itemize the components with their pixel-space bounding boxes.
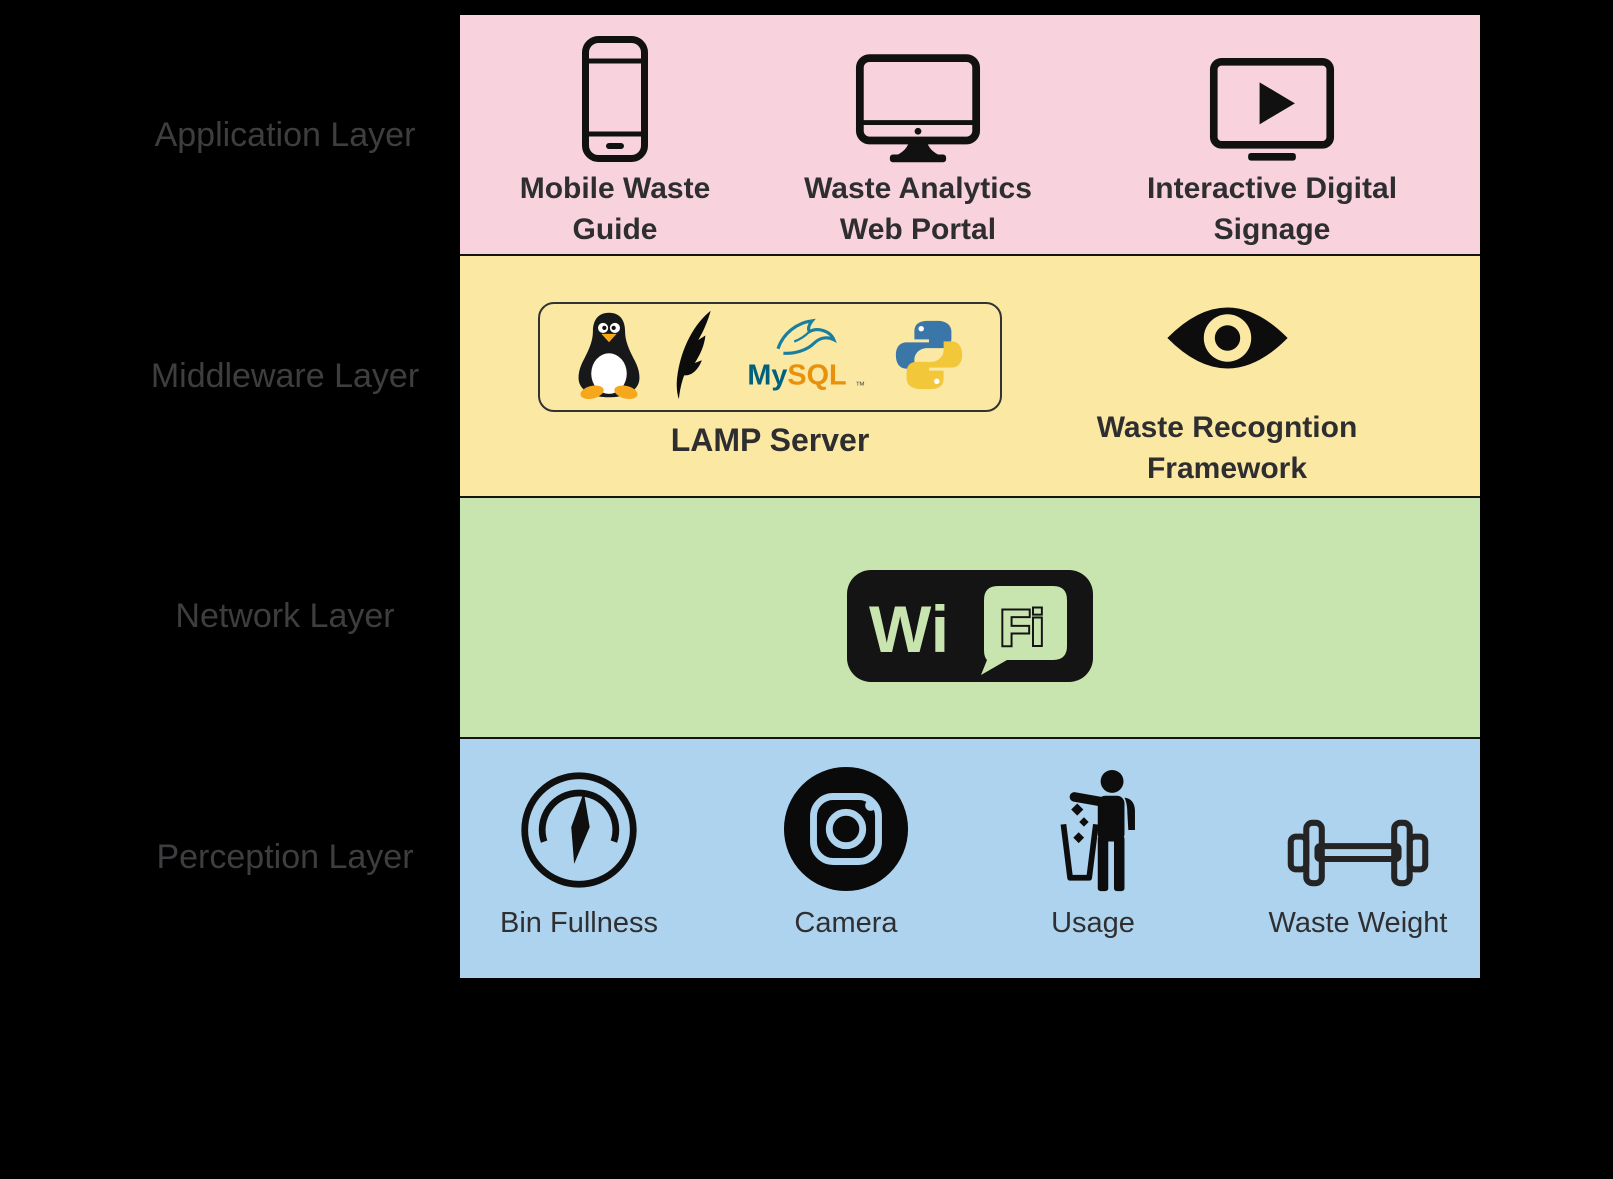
dumbbell-icon (1283, 759, 1433, 893)
person-trash-icon (1036, 759, 1150, 893)
layer-labels-column: Application Layer Middleware Layer Netwo… (110, 15, 460, 978)
item-waste-weight: Waste Weight (1238, 759, 1478, 940)
item-label: Mobile Waste Guide (519, 172, 711, 246)
layer-label-application: Application Layer (154, 115, 416, 154)
item-mobile-waste-guide: Mobile Waste Guide (485, 29, 745, 250)
layer-label-middleware: Middleware Layer (150, 356, 420, 395)
lamp-stack-logos: MySQL ™ (538, 302, 1002, 413)
eye-icon (1164, 288, 1291, 384)
smartphone-icon (581, 29, 649, 163)
svg-text:™: ™ (855, 380, 865, 391)
layered-panel: Mobile Waste Guide Waste Analytics Web P… (460, 15, 1480, 978)
item-camera: Camera (726, 759, 966, 940)
linux-tux-logo (574, 311, 644, 404)
item-label: Interactive Digital Signage (1146, 172, 1398, 246)
item-label: Bin Fullness (500, 906, 658, 939)
wifi-logo: Wi Fi (847, 569, 1093, 687)
layer-label-perception: Perception Layer (156, 838, 414, 877)
svg-text:MySQL: MySQL (747, 359, 846, 391)
item-interactive-digital-signage: Interactive Digital Signage (1117, 29, 1427, 250)
band-application-layer: Mobile Waste Guide Waste Analytics Web P… (460, 15, 1480, 255)
mysql-logo: MySQL ™ (742, 314, 868, 401)
gauge-icon (516, 759, 642, 893)
item-waste-analytics-web-portal: Waste Analytics Web Portal (773, 29, 1063, 250)
tv-play-icon (1209, 29, 1335, 163)
desktop-monitor-icon (855, 29, 981, 163)
item-label: Waste Weight (1268, 906, 1448, 939)
item-bin-fullness: Bin Fullness (459, 759, 699, 940)
python-logo (892, 318, 966, 397)
item-label: Waste Analytics Web Portal (804, 172, 1032, 246)
item-label: Usage (1051, 906, 1135, 939)
item-usage: Usage (973, 759, 1213, 940)
item-waste-recognition-framework: Waste Recogntion Framework (1067, 288, 1387, 489)
band-network-layer: Wi Fi (460, 495, 1480, 737)
layer-label-network: Network Layer (175, 597, 395, 636)
band-middleware-layer: MySQL ™ LAMP Server (460, 254, 1480, 496)
camera-icon (782, 759, 910, 893)
item-label: Waste Recogntion Framework (1096, 411, 1358, 485)
svg-text:Fi: Fi (1000, 600, 1044, 656)
item-label: Camera (794, 906, 898, 939)
svg-text:Wi: Wi (869, 592, 949, 666)
band-perception-layer: Bin Fullness Camera (459, 736, 1480, 978)
apache-feather-logo (668, 309, 718, 406)
lamp-server-label: LAMP Server (670, 422, 870, 459)
